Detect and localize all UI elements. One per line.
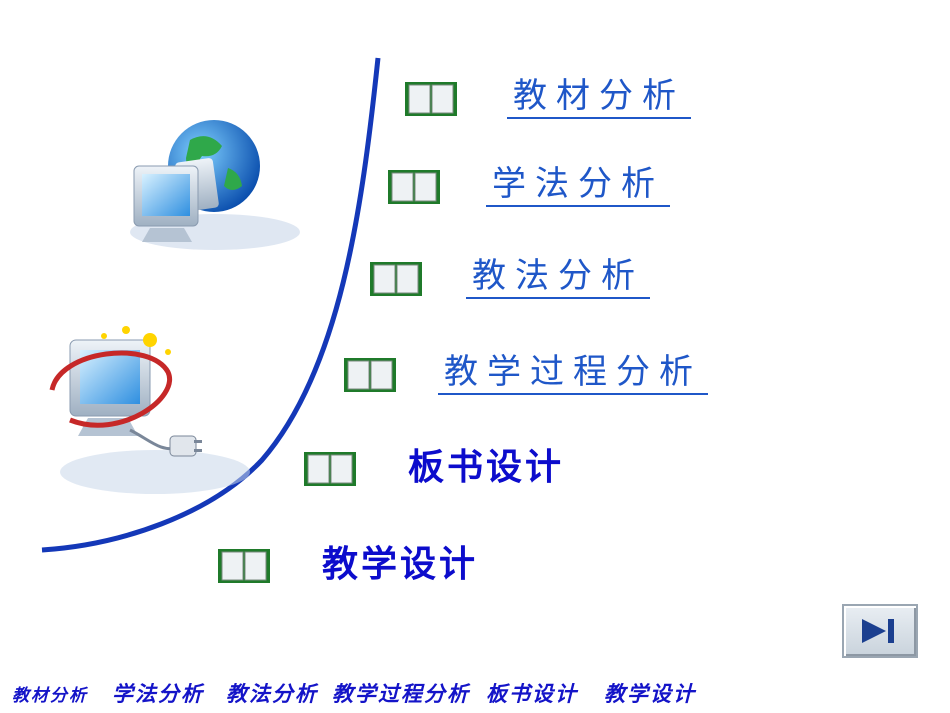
- computer-globe-icon: [130, 120, 300, 250]
- open-book-icon: [344, 357, 396, 392]
- next-button[interactable]: [842, 604, 918, 658]
- divider-curve: [41, 57, 381, 553]
- skip-next-icon: [862, 619, 894, 643]
- bottom-nav-teaching-method-analysis[interactable]: 教法分析: [226, 681, 318, 706]
- menu-item-label: 教学过程分析: [438, 353, 708, 396]
- open-book-icon: [388, 169, 440, 204]
- bottom-nav-study-method-analysis[interactable]: 学法分析: [112, 681, 204, 706]
- open-book-icon: [370, 261, 422, 296]
- menu-item-textbook-analysis[interactable]: 教材分析: [405, 77, 691, 120]
- menu-item-label: 教法分析: [466, 257, 650, 300]
- menu-item-blackboard-design[interactable]: 板书设计: [304, 446, 570, 490]
- bottom-nav-teaching-design[interactable]: 教学设计: [604, 681, 696, 706]
- open-book-icon: [218, 548, 270, 583]
- bottom-nav-textbook-analysis[interactable]: 教材分析: [12, 685, 88, 706]
- computer-plug-icon: [49, 326, 250, 494]
- menu-item-label: 学法分析: [486, 165, 670, 208]
- menu-item-teaching-process-analysis[interactable]: 教学过程分析: [344, 353, 708, 396]
- open-book-icon: [304, 451, 356, 486]
- menu-item-label: 板书设计: [408, 446, 565, 488]
- menu-item-label: 教材分析: [507, 77, 691, 120]
- bottom-nav: 教材分析 学法分析 教法分析 教学过程分析 板书设计 教学设计: [12, 676, 942, 710]
- menu-item-label: 教学设计: [322, 543, 479, 585]
- menu-item-study-method-analysis[interactable]: 学法分析: [388, 165, 670, 208]
- bottom-nav-blackboard-design[interactable]: 板书设计: [486, 681, 578, 706]
- menu-item-teaching-design[interactable]: 教学设计: [218, 543, 484, 587]
- menu-item-teaching-method-analysis[interactable]: 教法分析: [370, 257, 650, 300]
- bottom-nav-teaching-process-analysis[interactable]: 教学过程分析: [332, 681, 470, 706]
- open-book-icon: [405, 81, 457, 116]
